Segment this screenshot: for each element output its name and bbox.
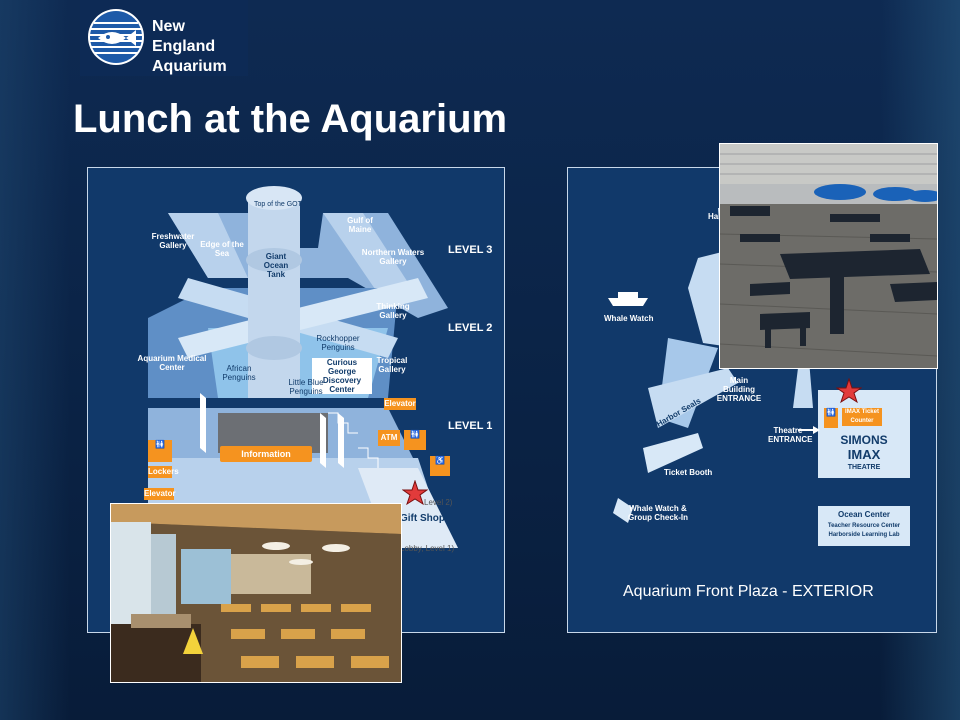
label-harbor: Har	[708, 212, 722, 221]
accessibility-icon: ♿	[430, 456, 450, 476]
label-top-got: Top of the GOT	[254, 201, 302, 208]
label-whale-checkin: Whale Watch & Group Check-In	[628, 504, 689, 522]
label-rockhopper: Rockhopper Penguins	[316, 334, 360, 352]
level-2-label: LEVEL 2	[448, 322, 493, 334]
restroom-icon: 🚻	[404, 430, 426, 450]
label-harborside-lab: Harborside Learning Lab	[828, 532, 900, 538]
star-marker-icon	[402, 480, 428, 506]
label-teacher-resource: Teacher Resource Center	[827, 523, 901, 529]
elevator-sign: Elevator	[384, 398, 416, 410]
label-gulf-of-maine: Gulf of Maine	[347, 216, 373, 234]
slide-title: Lunch at the Aquarium	[73, 97, 508, 141]
label-edge-of-sea: Edge of the Sea	[200, 240, 244, 258]
label-curious-george: Curious George Discovery Center	[312, 358, 372, 394]
imax-ticket-counter: IMAX Ticket Counter	[842, 408, 882, 426]
label-imax: IMAX	[847, 447, 881, 462]
label-theatre-entrance: Theatre ENTRANCE	[768, 426, 813, 444]
elevator-sign-left: Elevator	[144, 488, 176, 500]
label-lobby-note: Lobby, Level 1)	[400, 544, 455, 553]
label-thinking-gallery: Thinking Gallery	[376, 302, 410, 320]
label-simons: SIMONS	[840, 433, 888, 447]
label-level-2-note: Level 2)	[424, 498, 453, 507]
label-ticket-booth: Ticket Booth	[664, 468, 713, 477]
atm-sign: ATM	[378, 430, 400, 446]
lockers-sign: Lockers	[148, 466, 179, 478]
level-1-label: LEVEL 1	[448, 420, 493, 432]
cafeteria-photo	[110, 503, 402, 683]
label-ocean-center: Ocean Center	[837, 510, 891, 519]
label-freshwater: Freshwater Gallery	[151, 232, 195, 250]
star-marker-icon-exterior	[836, 378, 862, 404]
label-tropical-gallery: Tropical Gallery	[376, 356, 408, 374]
label-northern-waters: Northern Waters Gallery	[361, 248, 425, 266]
logo-line-1: New England	[152, 18, 216, 55]
logo-line-2: Aquarium	[152, 58, 227, 75]
fish-logo-icon	[88, 9, 144, 65]
level-3-label: LEVEL 3	[448, 244, 493, 256]
information-sign: Information	[220, 446, 312, 462]
logo-text: New England Aquarium	[152, 17, 248, 77]
plaza-title: Aquarium Front Plaza - EXTERIOR	[623, 583, 874, 600]
label-giant-ocean-tank: Giant Ocean Tank	[263, 252, 289, 279]
label-african-penguins: African Penguins	[222, 364, 256, 382]
label-little-blue: Little Blue Penguins	[288, 378, 324, 396]
picnic-tables-photo	[719, 143, 938, 369]
label-medical-center: Aquarium Medical Center	[137, 354, 207, 372]
label-gift-shop: Gift Shop	[400, 513, 445, 524]
label-theatre: THEATRE	[847, 464, 881, 471]
aquarium-logo: New England Aquarium	[80, 0, 248, 76]
label-main-entrance: Main Building ENTRANCE	[716, 376, 762, 403]
restroom-icon-exterior: 🚻	[824, 408, 838, 428]
restroom-icon-left: 🚻	[148, 440, 172, 462]
label-whale-watch: Whale Watch	[604, 314, 654, 323]
